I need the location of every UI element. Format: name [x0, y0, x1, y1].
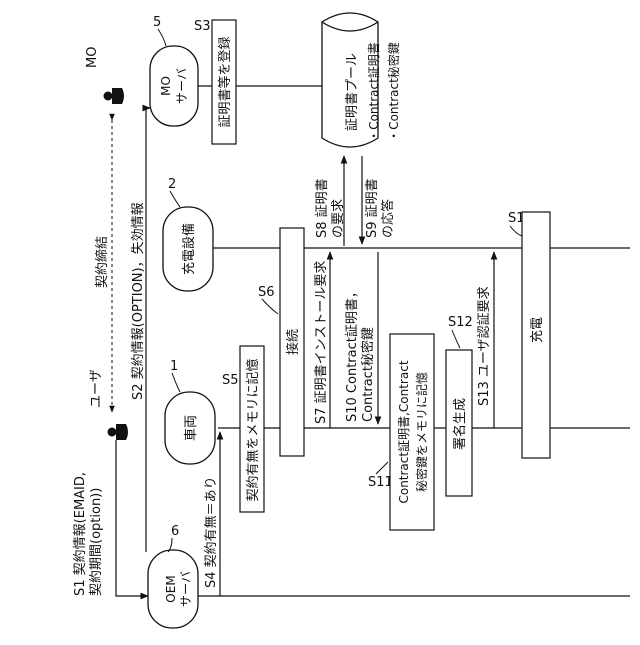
s10-label-line2: Contract秘密鍵 [360, 327, 376, 422]
s1-arrow [116, 440, 148, 596]
mo-number: 5 [153, 15, 161, 30]
pool-item-key: ・Contract秘密鍵 [386, 42, 401, 142]
s12-leader-line [452, 330, 460, 348]
s11-label-line1: Contract証明書,Contract [397, 360, 411, 503]
s5-label: 契約有無をメモリに記憶 [245, 358, 261, 501]
s7-label: S7 証明書インストール要求 [314, 261, 329, 424]
mo-server-node: MO サーバ [150, 46, 198, 126]
s11-label-line2: 秘密鍵をメモリに記憶 [414, 372, 429, 492]
s2-arrow [146, 108, 150, 552]
s1-label-line2: 契約期間(option)) [89, 488, 104, 596]
oem-label-line1: OEM [164, 575, 178, 602]
oem-server-node: OEM サーバ [148, 550, 198, 628]
s4-label: S4 契約有無＝あり [204, 476, 219, 588]
s2-label: S2 契約情報(OPTION)，失効情報 [131, 202, 146, 400]
charger-label: 充電設備 [181, 223, 197, 275]
s3-label: 証明書等を登録 [217, 36, 233, 127]
s8-label-line1: S8 証明書 [315, 178, 330, 238]
s10-label-line1: S10 Contract証明書， [345, 285, 360, 422]
charger-leader-line [170, 191, 180, 207]
charger-node: 充電設備 [163, 207, 213, 291]
s6-leader-line [262, 299, 278, 314]
s3-step: S3 [194, 19, 211, 34]
s11-leader-line [376, 462, 388, 474]
vehicle-leader-line [172, 373, 180, 392]
mo-leader-line [158, 29, 166, 46]
pool-title: 証明書プール [345, 53, 360, 131]
mo-person-label: MO [85, 47, 100, 68]
user-person-icon [108, 424, 129, 440]
oem-number: 6 [171, 524, 179, 539]
oem-label-line2: サーバ [179, 571, 193, 607]
mo-person-icon [104, 88, 125, 104]
vehicle-number: 1 [170, 359, 178, 374]
vehicle-node: 車両 [165, 392, 215, 464]
s14-leader-line [510, 226, 522, 236]
s6-step: S6 [258, 285, 275, 300]
s12-step: S12 [448, 315, 473, 330]
user-label: ユーザ [89, 369, 104, 408]
certificate-pool: 証明書プール ・Contract証明書 ・Contract秘密鍵 [322, 13, 401, 147]
s8-label-line2: の要求 [331, 199, 346, 238]
s1-label-line1: S1 契約情報(EMAID, [73, 472, 88, 596]
mo-label-line1: MO [159, 76, 173, 96]
contract-label: 契約締結 [94, 236, 110, 288]
pool-item-cert: ・Contract証明書 [367, 42, 381, 142]
s6-label: 接続 [285, 329, 301, 355]
s14-label: 充電 [529, 317, 545, 343]
s9-label-line2: の応答 [380, 199, 396, 238]
charger-number: 2 [168, 177, 176, 192]
s5-step: S5 [222, 373, 239, 388]
vehicle-label: 車両 [184, 415, 199, 441]
mo-label-line2: サーバ [175, 68, 189, 104]
s11-step: S11 [368, 475, 393, 490]
s9-label-line1: S9 証明書 [365, 178, 380, 238]
s12-label: 署名生成 [452, 398, 468, 450]
s13-label: S13 ユーザ認証要求 [476, 286, 492, 406]
